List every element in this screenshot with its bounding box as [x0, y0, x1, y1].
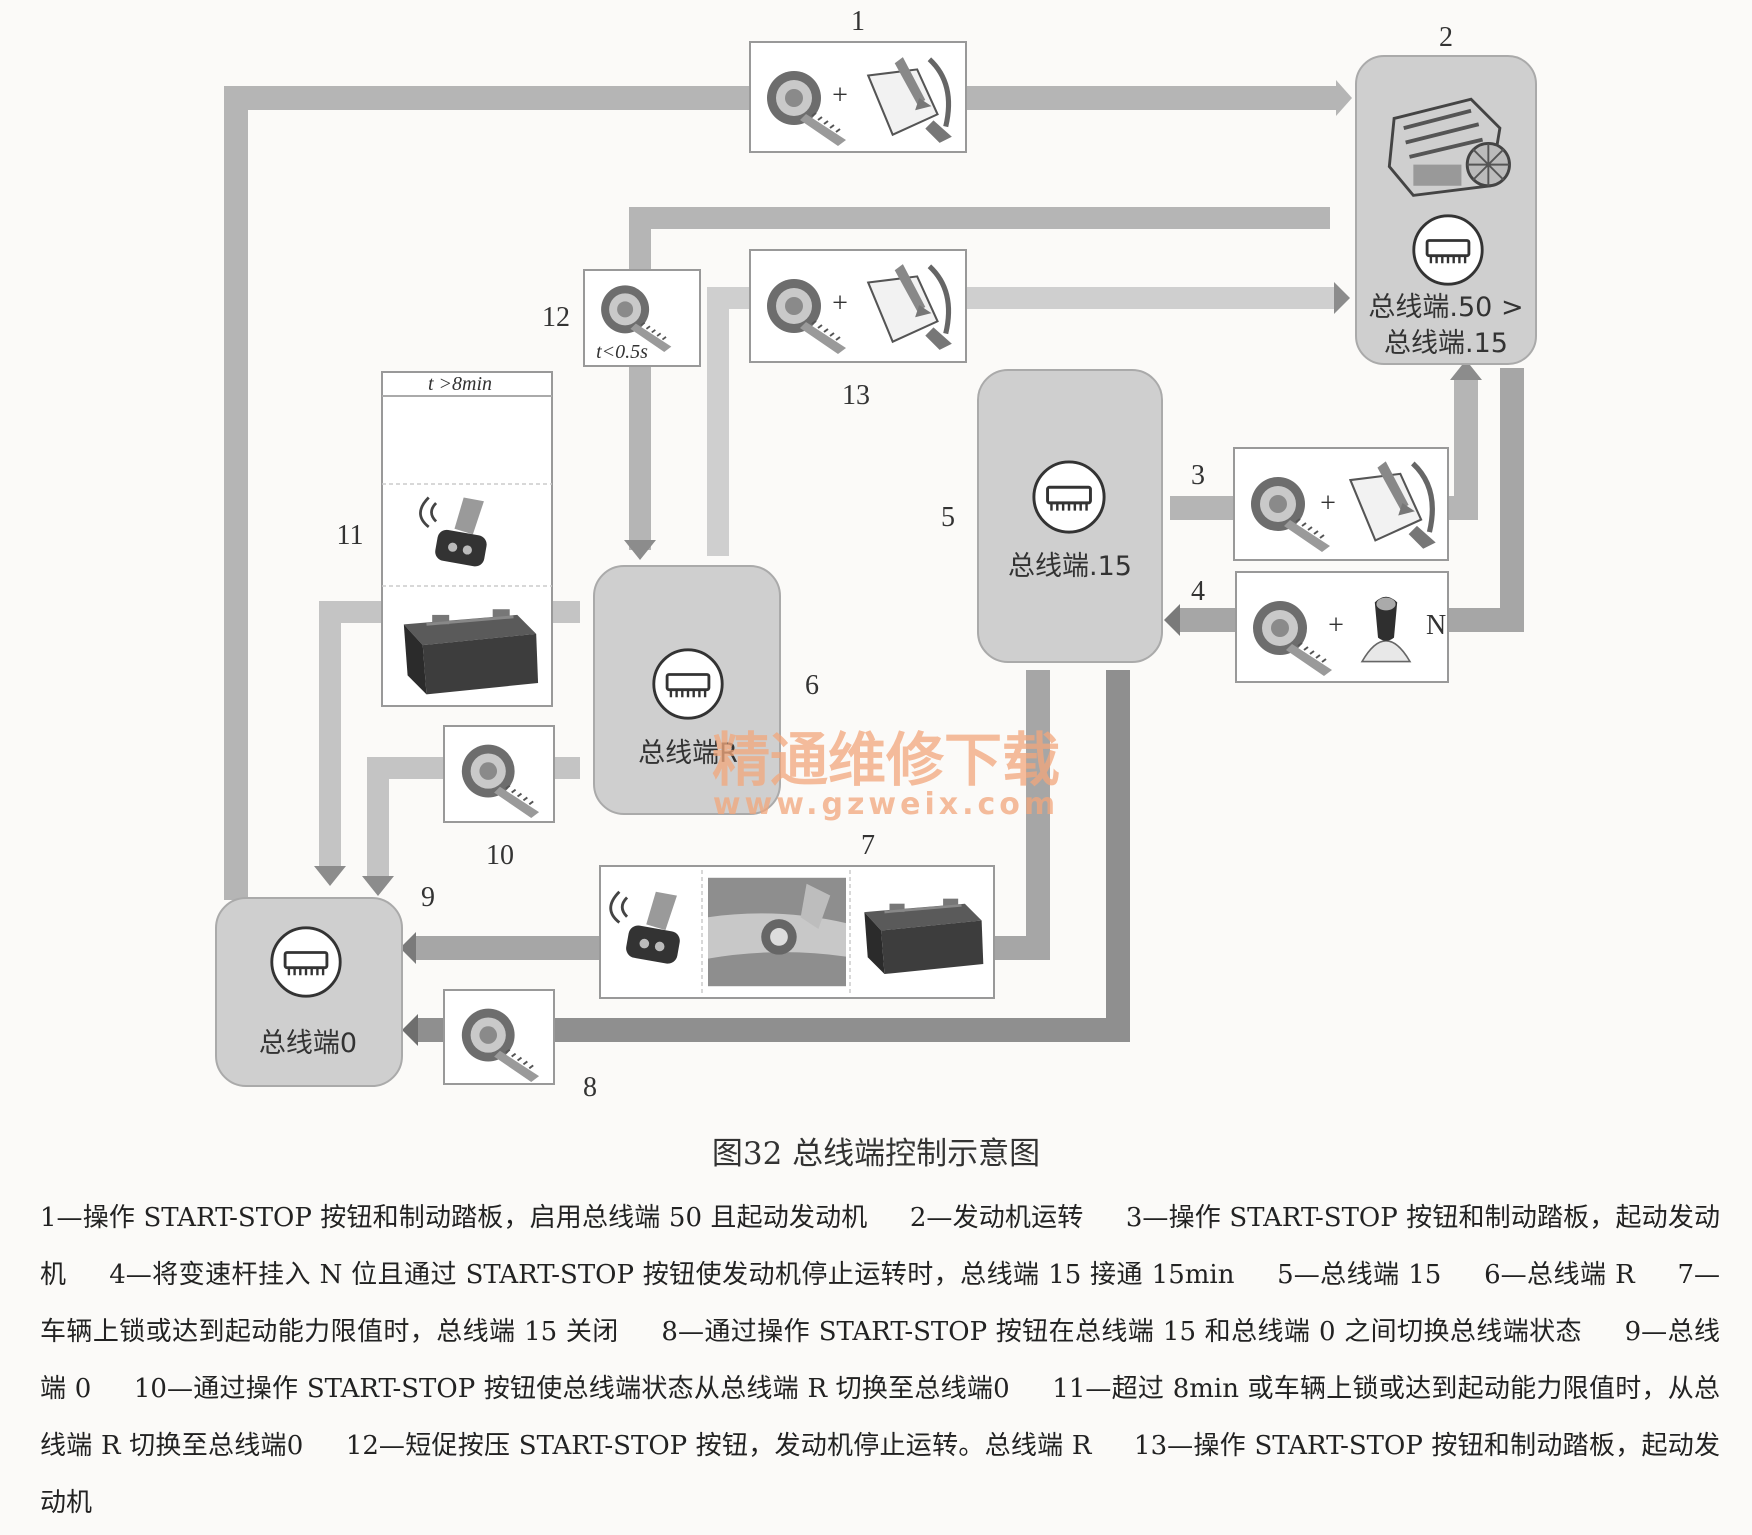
state-terminal-0: 总线端0 [215, 897, 403, 1087]
figure-caption-title: 图32 总线端控制示意图 [711, 1136, 1041, 1172]
callout-7: 7 [861, 830, 875, 861]
action-1-panel: + [749, 41, 967, 153]
path-13 [707, 287, 1336, 556]
plus-sign: + [832, 80, 848, 111]
neutral-label: N [1426, 610, 1446, 641]
state-terminal-r: 总线端R [593, 565, 781, 815]
state-2-line-2: 总线端.15 [1384, 328, 1508, 359]
callout-2: 2 [1439, 22, 1453, 53]
legend-item: 12—短促按压 START-STOP 按钮，发动机停止运转。总线端 R [345, 1431, 1092, 1461]
callout-11: 11 [337, 520, 364, 551]
state-engine-running: 总线端.50 > 总线端.15 [1355, 55, 1537, 365]
action-7-panel [599, 865, 995, 999]
action-4-panel: + N [1235, 571, 1449, 683]
plus-sign: + [832, 288, 848, 319]
action-13-panel: + [749, 249, 967, 363]
callout-10: 10 [486, 840, 514, 871]
legend-item: 8—通过操作 START-STOP 按钮在总线端 15 和总线端 0 之间切换总… [661, 1317, 1582, 1347]
watermark-line-2: www.gzweix.com [713, 787, 1059, 822]
t-short-label: t<0.5s [596, 341, 648, 363]
watermark-line-1: 精通维修下载 [712, 726, 1060, 794]
state-6-label: 总线端R [638, 738, 738, 769]
terminal-control-diagram: 总线端.50 > 总线端.15 总线端.15 总线端R 总线端0 + t<0.5… [215, 6, 1537, 1103]
legend-item: 3—操作 START-STOP 按钮和制动踏板，起动发动机 [40, 1203, 1721, 1290]
action-3-panel: + [1233, 447, 1449, 561]
legend-item: 4—将变速杆挂入 N 位且通过 START-STOP 按钮使发动机停止运转时，总… [109, 1260, 1235, 1290]
ecu-icon [1412, 214, 1484, 286]
state-9-label: 总线端0 [259, 1028, 357, 1059]
legend-item: 13—操作 START-STOP 按钮和制动踏板，起动发动机 [40, 1431, 1721, 1518]
legend-item: 11—超过 8min 或车辆上锁或达到起动能力限值时，从总线端 R 切换至总线端… [40, 1374, 1721, 1461]
callout-8: 8 [583, 1072, 597, 1103]
ecu-icon [1032, 460, 1106, 534]
callout-6: 6 [805, 670, 819, 701]
plus-sign: + [1328, 610, 1344, 641]
ecu-icon [270, 926, 342, 998]
ecu-icon [652, 648, 724, 720]
watermark: 精通维修下载 www.gzweix.com [712, 726, 1060, 822]
action-11-panel: t >8min [381, 371, 553, 707]
plus-sign: + [1320, 488, 1336, 519]
state-2-line-1: 总线端.50 > [1368, 292, 1523, 323]
legend-item: 9—总线端 0 [40, 1317, 1721, 1404]
t-long-label: t >8min [428, 373, 492, 395]
state-5-label: 总线端.15 [1008, 551, 1132, 582]
action-12-panel: t<0.5s [583, 269, 701, 367]
legend-item: 7—车辆上锁或达到起动能力限值时，总线端 15 关闭 [40, 1260, 1720, 1347]
legend-item: 1—操作 START-STOP 按钮和制动踏板，启用总线端 50 且起动发动机 [40, 1203, 868, 1233]
legend-item: 5—总线端 15 [1277, 1260, 1442, 1290]
legend-item: 10—通过操作 START-STOP 按钮使总线端状态从总线端 R 切换至总线端… [133, 1374, 1010, 1404]
path-8 [414, 670, 1130, 1042]
path-1 [224, 86, 1338, 900]
callout-5: 5 [941, 502, 955, 533]
callout-1: 1 [851, 6, 865, 37]
callout-13: 13 [842, 380, 870, 411]
figure-legend: 1—操作 START-STOP 按钮和制动踏板，启用总线端 50 且起动发动机 … [40, 1190, 1720, 1532]
action-10-panel [443, 725, 555, 823]
callout-3: 3 [1191, 460, 1205, 491]
door-lock-icon [708, 877, 846, 987]
callout-numbers: 1 2 3 4 5 6 7 8 9 10 11 12 13 [337, 6, 1453, 1103]
legend-item: 2—发动机运转 [909, 1203, 1084, 1233]
path-12 [629, 207, 1330, 550]
callout-9: 9 [421, 882, 435, 913]
callout-4: 4 [1191, 576, 1205, 607]
action-8-panel [443, 989, 555, 1085]
callout-12: 12 [542, 302, 570, 333]
state-terminal-15: 总线端.15 [977, 369, 1163, 663]
legend-item: 6—总线端 R [1484, 1260, 1635, 1290]
